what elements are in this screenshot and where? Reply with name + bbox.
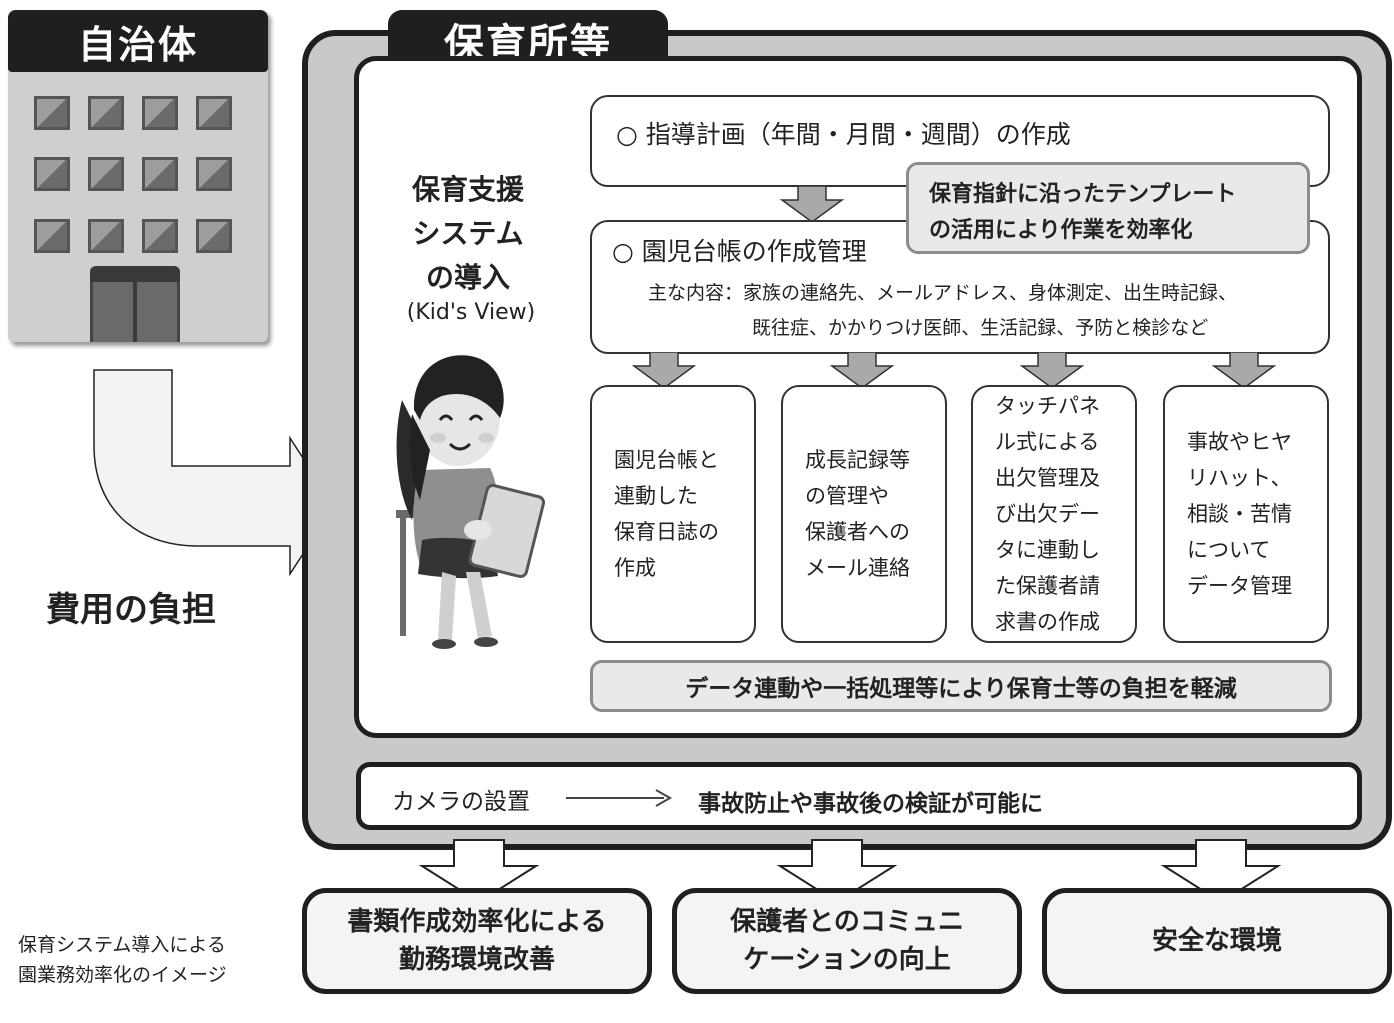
feature-box-incident: 事故やヒヤ リハット、 相談・苦情 について データ管理: [1163, 385, 1329, 643]
window-icon: [196, 218, 232, 253]
caregiver-illustration: [396, 355, 546, 649]
window-icon: [34, 218, 70, 253]
window-icon: [34, 96, 70, 130]
arrow-down-icon: [632, 352, 696, 389]
arrow-down-icon: [1020, 352, 1084, 389]
cost-label: 費用の負担: [46, 590, 216, 630]
ledger-contents-line2: 既往症、かかりつけ医師、生活記録、予防と検診など: [752, 317, 1209, 339]
feature-box-diary: 園児台帳と 連動した 保育日誌の 作成: [590, 385, 756, 643]
feature-box-growth: 成長記録等 の管理や 保護者への メール連絡: [781, 385, 947, 643]
arrow-down-outline-icon: [1160, 839, 1282, 904]
outcome-text: 保護者とのコミュニ ケーションの向上: [730, 907, 964, 975]
municipality-label: 自治体: [8, 10, 268, 72]
feature-text: 園児台帳と 連動した 保育日誌の 作成: [614, 448, 719, 580]
feature-text: 事故やヒヤ リハット、 相談・苦情 について データ管理: [1187, 430, 1292, 598]
outcome-communication: 保護者とのコミュニ ケーションの向上: [672, 888, 1022, 994]
camera-box: [356, 762, 1362, 830]
feature-box-attendance: タッチパネ ル式による 出欠管理及 び出欠デー タに連動し た保護者請 求書の作…: [971, 385, 1137, 643]
summary-text: データ連動や一括処理等により保育士等の負担を軽減: [685, 676, 1237, 702]
door-awning: [90, 266, 180, 282]
window-icon: [142, 96, 178, 130]
figure-caption: 保育システム導入による 園業務効率化のイメージ: [18, 934, 227, 986]
window-icon: [142, 157, 178, 192]
arrow-down-icon: [830, 352, 894, 389]
feature-text: 成長記録等 の管理や 保護者への メール連絡: [805, 448, 910, 580]
outcome-text: 安全な環境: [1151, 926, 1282, 956]
door-divider: [133, 282, 137, 342]
window-icon: [196, 157, 232, 192]
arrow-right-icon: [566, 789, 673, 807]
arrow-down-outline-icon: [418, 839, 540, 904]
arrow-down-icon: [780, 186, 844, 223]
system-subtitle: (Kid's View): [406, 300, 536, 325]
system-title: 保育支援 システム の導入: [411, 173, 524, 294]
building-windows: [34, 96, 244, 256]
ledger-contents-line1: 主な内容：家族の連絡先、メールアドレス、身体測定、出生時記録、: [648, 282, 1238, 304]
callout-text: 保育指針に沿ったテンプレート の活用により作業を効率化: [929, 182, 1237, 243]
outcome-work-environment: 書類作成効率化による 勤務環境改善: [302, 888, 652, 994]
window-icon: [34, 157, 70, 192]
cost-flow-arrow: [93, 369, 335, 577]
camera-result: 事故防止や事故後の検証が可能に: [698, 791, 1043, 817]
window-icon: [142, 218, 178, 253]
ledger-title: ○ 園児台帳の作成管理: [612, 237, 867, 266]
burden-summary: データ連動や一括処理等により保育士等の負担を軽減: [590, 660, 1332, 712]
window-icon: [88, 96, 124, 130]
outcome-text: 書類作成効率化による 勤務環境改善: [347, 907, 607, 975]
arrow-down-outline-icon: [776, 839, 898, 904]
arrow-down-icon: [1212, 352, 1276, 389]
window-icon: [88, 157, 124, 192]
window-icon: [196, 96, 232, 130]
outcome-safety: 安全な環境: [1042, 888, 1392, 994]
camera-label: カメラの設置: [392, 789, 530, 815]
feature-text: タッチパネ ル式による 出欠管理及 び出欠デー タに連動し た保護者請 求書の作…: [995, 394, 1100, 634]
template-callout: 保育指針に沿ったテンプレート の活用により作業を効率化: [906, 162, 1310, 254]
window-icon: [88, 218, 124, 253]
plan-text: ○ 指導計画（年間・月間・週間）の作成: [616, 120, 1071, 149]
